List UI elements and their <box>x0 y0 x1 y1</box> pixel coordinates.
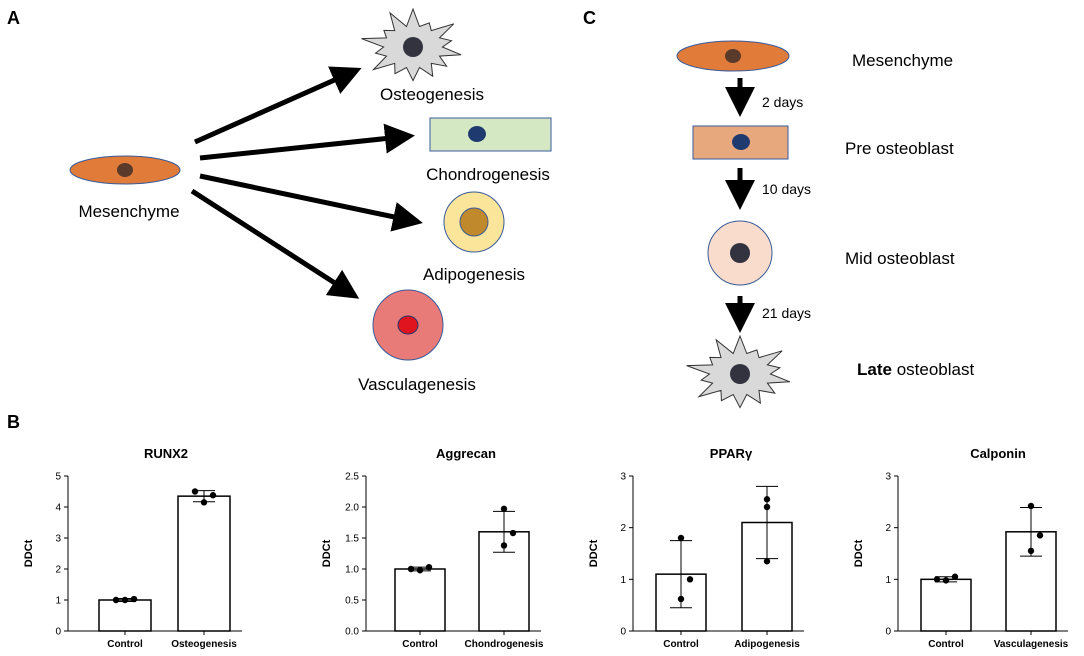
stage-pre-osteoblast-cell <box>692 125 789 160</box>
y-tick-label: 0 <box>885 627 891 638</box>
data-point <box>416 567 424 574</box>
adipogenesis-label: Adipogenesis <box>423 265 525 284</box>
y-tick-label: 1 <box>620 575 626 586</box>
y-tick-label: 0 <box>55 627 61 638</box>
arrow-to-chondrogenesis <box>199 123 415 161</box>
x-tick-label: Control <box>402 639 438 650</box>
x-tick-label: Adipogenesis <box>734 639 800 650</box>
y-tick-label: 2.0 <box>345 503 359 514</box>
x-tick-label: Chondrogenesis <box>465 639 544 650</box>
data-point <box>677 595 685 603</box>
y-axis-label: DDCt <box>321 539 333 567</box>
x-tick-label: Osteogenesis <box>171 639 237 650</box>
data-point <box>200 499 208 506</box>
y-tick-label: 3 <box>55 534 61 545</box>
data-point <box>191 488 199 495</box>
data-point <box>686 576 694 583</box>
bar <box>177 495 231 632</box>
chart-title: RUNX2 <box>144 446 188 461</box>
y-axis-label: DDCt <box>588 539 600 567</box>
stage-label-pre-osteoblast: Pre osteoblast <box>845 139 954 158</box>
y-tick-label: 3 <box>620 472 626 483</box>
data-point <box>500 542 508 549</box>
stage-mid-osteoblast-cell <box>707 220 773 286</box>
adipocyte-cell <box>443 191 505 253</box>
y-tick-label: 2 <box>55 565 61 576</box>
interval-label-2: 10 days <box>762 181 811 197</box>
vasculagenesis-label: Vasculagenesis <box>358 375 476 394</box>
data-point <box>677 534 685 542</box>
data-point <box>425 563 433 571</box>
x-tick-label: Control <box>928 639 964 650</box>
data-point <box>933 576 941 583</box>
arrow-to-adipogenesis <box>199 173 423 232</box>
y-tick-label: 0.5 <box>345 596 359 607</box>
osteogenesis-label: Osteogenesis <box>380 85 484 104</box>
y-tick-label: 1.5 <box>345 534 359 545</box>
y-tick-label: 3 <box>885 472 891 483</box>
data-point <box>1036 532 1044 539</box>
data-point <box>942 577 950 584</box>
data-point <box>500 505 508 513</box>
stage-label-mid-osteoblast: Mid osteoblast <box>845 249 955 268</box>
data-point <box>951 573 959 580</box>
chondrogenesis-label: Chondrogenesis <box>426 165 550 184</box>
y-tick-label: 2 <box>885 523 891 534</box>
data-point <box>130 595 138 603</box>
chart-title: Aggrecan <box>436 446 496 461</box>
interval-label-3: 21 days <box>762 305 811 321</box>
bar <box>920 578 972 632</box>
chondrocyte-cell <box>429 117 552 152</box>
y-tick-label: 2 <box>620 523 626 534</box>
interval-label-1: 2 days <box>762 94 803 110</box>
arrow-to-osteogenesis <box>193 66 362 145</box>
panel-a-letter: A <box>7 8 20 28</box>
data-point <box>763 558 771 565</box>
mesenchyme-cell <box>69 155 181 185</box>
y-tick-label: 1 <box>885 575 891 586</box>
data-point <box>763 496 771 503</box>
panel-b-letter: B <box>7 412 20 432</box>
bar <box>394 568 446 632</box>
y-tick-label: 0 <box>620 627 626 638</box>
y-tick-label: 2.5 <box>345 472 359 483</box>
stage-label-late-osteoblast: Late osteoblast <box>857 360 974 379</box>
data-point <box>763 503 771 511</box>
data-point <box>407 565 415 573</box>
data-point <box>112 596 120 604</box>
panel-c-letter: C <box>583 8 596 28</box>
data-point <box>209 492 217 499</box>
vascular-cell <box>372 289 444 361</box>
mesenchyme-label: Mesenchyme <box>78 202 179 221</box>
stage-late-osteoblast-spiky-cell <box>686 334 790 409</box>
y-axis-label: DDCt <box>853 539 865 567</box>
osteoblast-spiky-cell <box>361 7 462 82</box>
x-tick-label: Control <box>663 639 699 650</box>
data-point <box>1027 502 1035 510</box>
bar <box>98 599 152 632</box>
stage-mesenchyme-cell <box>676 40 790 72</box>
y-axis-label: DDCt <box>23 539 35 567</box>
arrow-to-vasculagenesis <box>190 188 360 299</box>
x-tick-label: Control <box>107 639 143 650</box>
y-tick-label: 1.0 <box>345 565 359 576</box>
data-point <box>121 596 129 604</box>
chart-title: PPARγ <box>710 446 753 461</box>
y-tick-label: 1 <box>55 596 61 607</box>
panel-c: C 2 days 10 days 21 days Mesenchyme Pre … <box>583 8 974 409</box>
y-tick-label: 5 <box>55 472 61 483</box>
y-tick-label: 0.0 <box>345 627 359 638</box>
data-point <box>509 529 517 537</box>
chart-title: Calponin <box>970 446 1026 461</box>
y-tick-label: 4 <box>55 503 61 514</box>
panel-a: A Mesenchyme Osteogenesis Chondrogenesis <box>7 7 552 394</box>
data-point <box>1027 547 1035 555</box>
stage-label-mesenchyme: Mesenchyme <box>852 51 953 70</box>
x-tick-label: Vasculagenesis <box>994 639 1069 650</box>
